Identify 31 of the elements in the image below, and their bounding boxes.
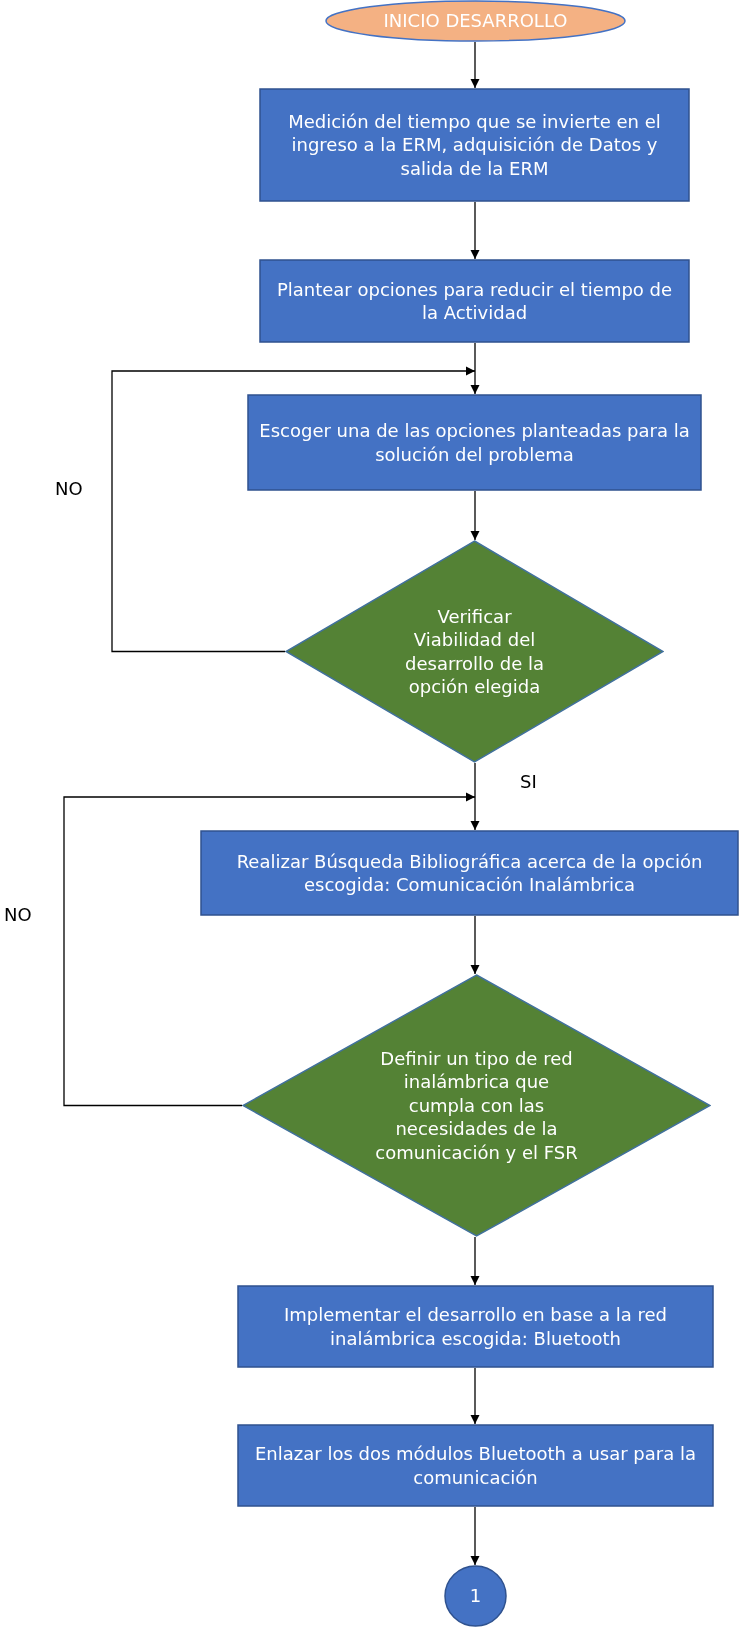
arrow — [470, 762, 480, 831]
process-box — [237, 1424, 714, 1507]
step-text: 1 — [469, 1584, 482, 1608]
decision-diamond — [285, 540, 664, 763]
process-box — [259, 88, 690, 202]
step-text: Plantear opciones para reducir el tiempo de la Actividad — [275, 277, 674, 325]
step-text: Escoger una de las opciones planteadas para la solución del problema — [259, 419, 690, 466]
step-text: Verificar Viabilidad del desarrollo de la opción elegida — [404, 604, 545, 699]
process-box — [259, 259, 690, 343]
arrow — [111, 366, 476, 653]
process-box — [237, 1285, 714, 1368]
step-text: Medición del tiempo que se invierte en el ingreso a la ERM, adquisición de Datos y salida de la ERM — [287, 109, 662, 181]
step-text: INICIO DESARROLLO — [383, 9, 568, 33]
arrow — [63, 792, 476, 1107]
arrow — [470, 201, 480, 260]
arrow — [470, 915, 480, 975]
step-text: Implementar el desarrollo en base a la red inalámbrica escogida: Bluetooth — [283, 1303, 668, 1350]
arrow — [470, 490, 480, 541]
process-box — [200, 830, 739, 916]
connector-circle — [444, 1565, 507, 1627]
step-text: Realizar Búsqueda Bibliográfica acerca de la opción escogida: Comunicación Inalámbrica — [235, 849, 704, 897]
step-text: Definir un tipo de red inalámbrica que cumpla con las necesidades de la comunicación y el FSR — [374, 1047, 579, 1164]
arrow — [470, 1506, 480, 1566]
decision-diamond — [242, 974, 711, 1237]
arrow — [470, 1367, 480, 1425]
process-box — [247, 394, 702, 491]
arrow — [470, 41, 480, 89]
arrow — [470, 342, 480, 395]
step-text: Enlazar los dos módulos Bluetooth a usar para la comunicación — [254, 1442, 697, 1489]
arrow — [470, 1236, 480, 1286]
start-terminal — [325, 0, 626, 42]
